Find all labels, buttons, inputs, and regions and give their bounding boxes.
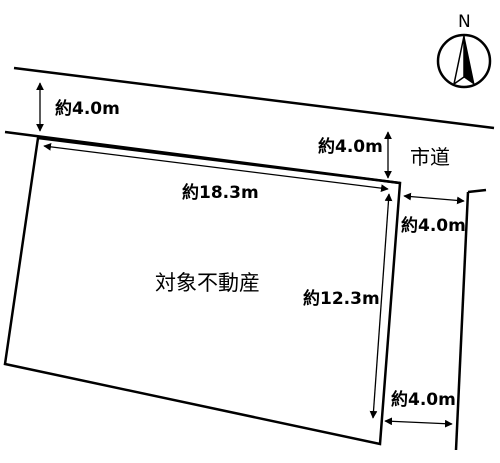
north-arrow-icon [436, 33, 492, 89]
dim-arrow-side-road-lower [384, 417, 453, 428]
side-road-stub-right [467, 188, 487, 194]
dim-arrow-side-road-upper [403, 192, 465, 205]
subject-property-label: 対象不動産 [155, 271, 260, 295]
label-side-road-upper: 約4.0m [401, 215, 466, 236]
road-edge-top [13, 66, 495, 130]
dim-arrow-depth [369, 193, 393, 419]
road-label: 市道 [410, 145, 450, 169]
dim-arrow-frontage [43, 143, 389, 192]
label-road-width-top-right: 約4.0m [318, 136, 383, 157]
label-road-width-top-left: 約4.0m [55, 98, 120, 119]
label-depth: 約12.3m [303, 288, 380, 309]
label-side-road-lower: 約4.0m [391, 389, 456, 410]
north-label: N [458, 12, 471, 32]
side-road-edge-right [454, 191, 470, 451]
label-frontage: 約18.3m [182, 182, 259, 203]
